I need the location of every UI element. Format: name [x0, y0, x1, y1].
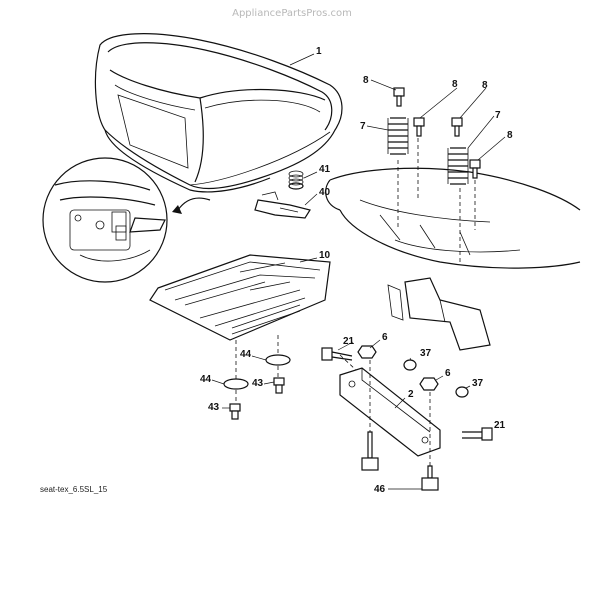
spring-7-right [447, 147, 469, 185]
callout-21-left: 21 [343, 336, 355, 347]
callout-37-a: 37 [420, 348, 432, 359]
leader-lines [211, 53, 506, 490]
callout-6-a: 6 [382, 332, 388, 343]
callout-8-d: 8 [507, 130, 513, 141]
bracket-40-part [254, 191, 311, 219]
spring-41-part [288, 170, 304, 190]
nuts-6 [357, 345, 439, 391]
spring-7-left [387, 117, 409, 155]
callout-46: 46 [374, 484, 386, 495]
callout-8-b: 8 [452, 79, 458, 90]
lower-assembly-lines [235, 335, 279, 404]
seat-pan-10-part [149, 254, 331, 341]
detail-arrowhead [172, 205, 182, 214]
callout-37-b: 37 [472, 378, 484, 389]
nuts-37 [403, 359, 469, 398]
callout-43-b: 43 [208, 402, 220, 413]
seat-part [94, 33, 343, 193]
callout-1: 1 [316, 46, 322, 57]
bolt-21-right [462, 427, 493, 441]
bolt-21-left [321, 347, 353, 361]
callout-41: 41 [319, 164, 331, 175]
callout-40: 40 [319, 187, 331, 198]
inset-detail [42, 157, 168, 283]
assembly-lines [397, 138, 476, 262]
callout-8-a: 8 [363, 75, 369, 86]
callout-21-right: 21 [494, 420, 506, 431]
detail-arrow [177, 197, 211, 211]
callout-2: 2 [408, 389, 414, 400]
callout-10: 10 [319, 250, 331, 261]
callout-6-b: 6 [445, 368, 451, 379]
bracket-2-part [339, 367, 441, 457]
callout-labels: 1 8 8 8 8 7 7 41 40 10 21 6 6 37 37 44 4… [200, 46, 513, 495]
callout-8-c: 8 [482, 80, 488, 91]
diagram-caption: seat-tex_6.5SL_15 [40, 485, 108, 494]
frame-part [325, 167, 581, 351]
bracket-assembly-lines [339, 354, 431, 466]
bolts-43 [229, 377, 285, 420]
callout-7-b: 7 [495, 110, 501, 121]
callout-44-b: 44 [200, 374, 212, 385]
bolts-8 [393, 87, 481, 179]
bolts-46 [361, 431, 439, 491]
callout-44-a: 44 [240, 349, 252, 360]
callout-43-a: 43 [252, 378, 264, 389]
callout-7-a: 7 [360, 121, 366, 132]
watermark-text: AppliancePartsPros.com [232, 8, 352, 19]
